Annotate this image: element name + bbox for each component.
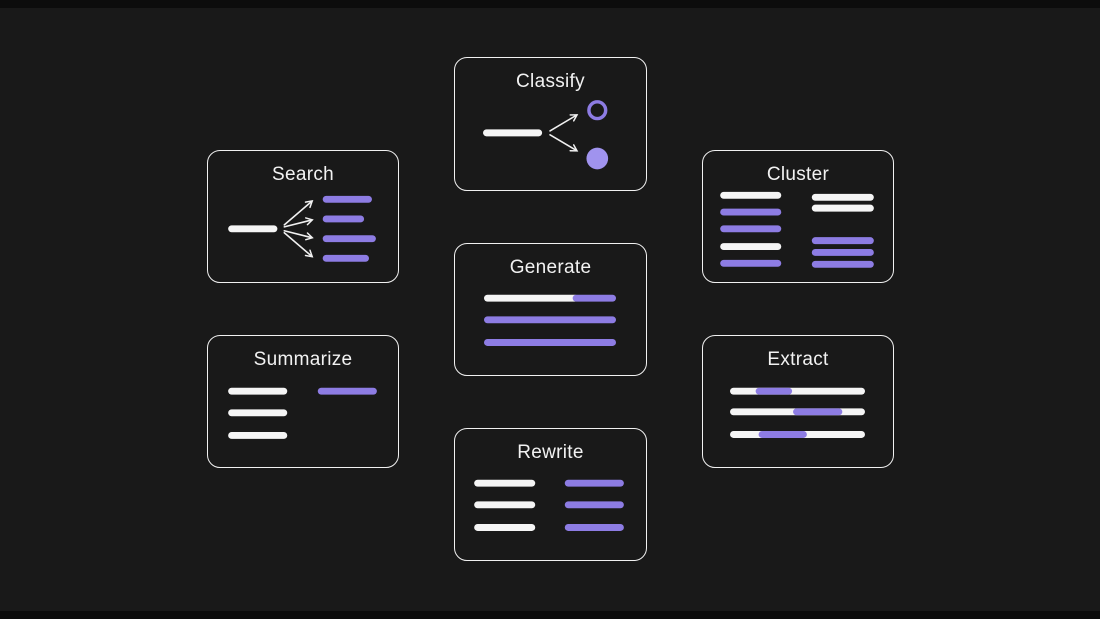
arrow-down-icon: [549, 134, 579, 152]
source-text-bar: [228, 387, 288, 395]
card-title-classify: Classify: [516, 71, 585, 92]
card-classify: Classify: [454, 57, 647, 191]
result-bar: [322, 195, 372, 203]
card-title-search: Search: [271, 164, 334, 185]
original-text-bar: [474, 479, 536, 487]
extracted-span-bar: [793, 408, 843, 416]
cluster-group-bar: [811, 249, 874, 256]
rewritten-text-bar: [564, 524, 624, 531]
extracted-span-bar: [755, 387, 793, 395]
letterbox-top: [0, 0, 1100, 8]
rewritten-text-bar: [564, 501, 624, 509]
rewritten-text-bar: [564, 479, 624, 487]
card-search: Search: [207, 150, 399, 283]
cluster-group-bar: [811, 260, 874, 268]
input-text-bar: [483, 129, 543, 137]
card-title-summarize: Summarize: [253, 349, 353, 370]
arrow-icon: [283, 199, 314, 226]
rewrite-art: [474, 479, 624, 531]
mixed-item-bar: [720, 225, 782, 233]
mixed-item-bar: [720, 191, 782, 199]
mixed-item-bar: [720, 259, 782, 267]
document-line-bar: [730, 387, 865, 395]
source-text-bar: [228, 432, 288, 439]
cluster-art: [720, 191, 874, 268]
result-bar: [322, 235, 376, 243]
letterbox-bottom: [0, 611, 1100, 619]
original-text-bar: [474, 524, 536, 531]
arrow-icon: [283, 231, 314, 258]
card-title-extract: Extract: [767, 349, 829, 370]
generated-continuation-bar: [572, 294, 616, 302]
extracted-span-bar: [758, 431, 807, 438]
generated-bar: [484, 339, 616, 346]
card-summarize: Summarize: [207, 335, 399, 468]
result-bar: [322, 215, 365, 223]
search-art: [228, 195, 376, 262]
card-generate: Generate: [454, 243, 647, 376]
arrow-icon: [283, 229, 314, 241]
cluster-group-bar: [811, 204, 874, 212]
extract-art: [730, 387, 865, 438]
mixed-item-bar: [720, 243, 782, 250]
prompt-bar: [484, 294, 579, 302]
card-cluster: Cluster: [702, 150, 894, 283]
result-bar: [322, 254, 369, 262]
generated-bar: [484, 316, 616, 324]
classify-art: [483, 100, 609, 170]
card-title-rewrite: Rewrite: [517, 442, 584, 463]
cluster-group-bar: [811, 193, 874, 201]
cluster-group-bar: [811, 237, 874, 245]
generate-art: [484, 294, 616, 346]
card-title-generate: Generate: [509, 257, 592, 278]
summarize-art: [228, 387, 377, 439]
card-title-cluster: Cluster: [766, 164, 830, 185]
class-filled-circle-icon: [586, 147, 609, 170]
arrow-icon: [283, 217, 314, 228]
card-rewrite: Rewrite: [454, 428, 647, 561]
query-bar: [228, 225, 278, 233]
source-text-bar: [228, 409, 288, 417]
arrow-up-icon: [549, 114, 579, 132]
mixed-item-bar: [720, 208, 782, 216]
summary-bar: [317, 387, 377, 395]
class-outline-circle-icon: [587, 100, 608, 121]
original-text-bar: [474, 501, 536, 509]
card-extract: Extract: [702, 335, 894, 468]
